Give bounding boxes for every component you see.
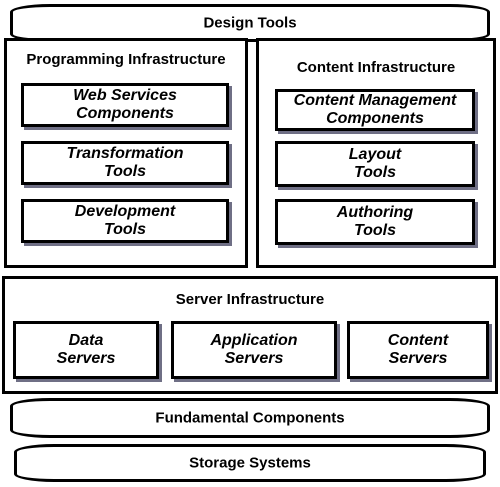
- content-management-components-label: Content Management Components: [293, 92, 457, 127]
- development-tools-box: Development Tools: [21, 199, 229, 243]
- layout-tools-label: Layout Tools: [348, 146, 402, 181]
- content-infrastructure-panel: Content Infrastructure Content Managemen…: [256, 38, 496, 268]
- transformation-tools-box: Transformation Tools: [21, 141, 229, 185]
- data-servers-box: Data Servers: [13, 321, 159, 379]
- design-tools-band: Design Tools: [10, 4, 490, 42]
- web-services-components-label: Web Services Components: [73, 87, 177, 122]
- development-tools-label: Development Tools: [74, 203, 176, 238]
- fundamental-components-band: Fundamental Components: [10, 398, 490, 438]
- application-servers-box: Application Servers: [171, 321, 337, 379]
- content-servers-box: Content Servers: [347, 321, 489, 379]
- design-tools-label: Design Tools: [203, 14, 297, 32]
- data-servers-label: Data Servers: [56, 332, 116, 367]
- programming-infrastructure-title: Programming Infrastructure: [26, 51, 226, 68]
- storage-systems-band: Storage Systems: [14, 444, 486, 482]
- content-infrastructure-title: Content Infrastructure: [296, 59, 456, 76]
- content-servers-label: Content Servers: [387, 332, 449, 367]
- fundamental-components-label: Fundamental Components: [155, 409, 345, 427]
- transformation-tools-label: Transformation Tools: [66, 145, 184, 180]
- content-management-components-box: Content Management Components: [275, 89, 475, 131]
- authoring-tools-label: Authoring Tools: [336, 204, 414, 239]
- web-services-components-box: Web Services Components: [21, 83, 229, 127]
- storage-systems-label: Storage Systems: [189, 454, 311, 472]
- server-infrastructure-title: Server Infrastructure: [175, 291, 325, 308]
- server-infrastructure-panel: Server Infrastructure Data Servers Appli…: [2, 276, 498, 394]
- layout-tools-box: Layout Tools: [275, 141, 475, 187]
- authoring-tools-box: Authoring Tools: [275, 199, 475, 245]
- programming-infrastructure-panel: Programming Infrastructure Web Services …: [4, 38, 248, 268]
- application-servers-label: Application Servers: [210, 332, 298, 367]
